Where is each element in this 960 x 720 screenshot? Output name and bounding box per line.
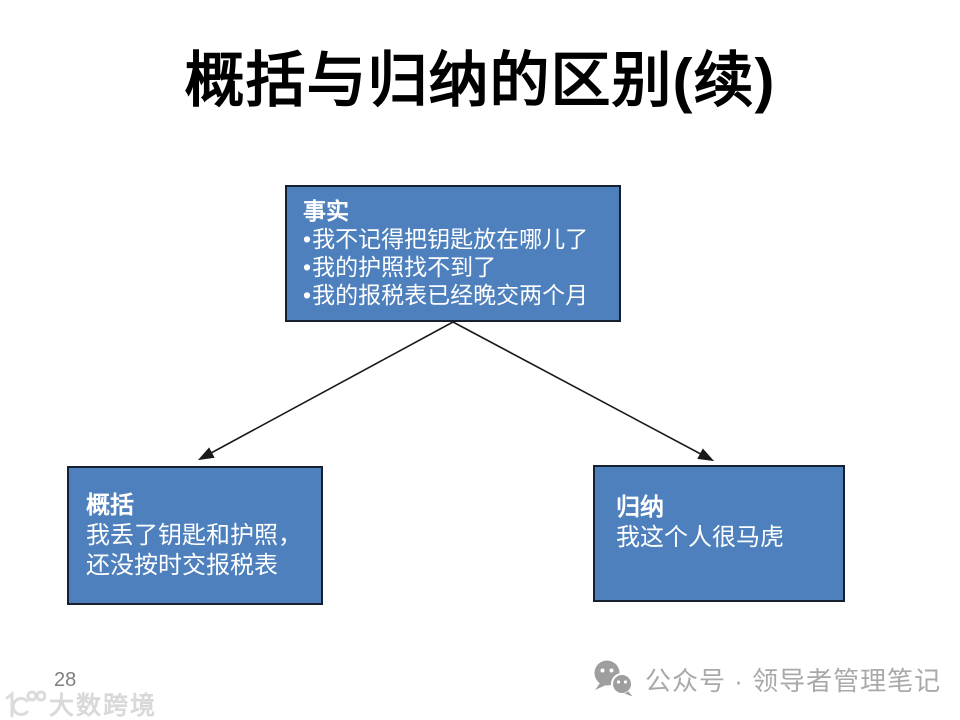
facts-bullet-3: •我的报税表已经晚交两个月: [303, 281, 605, 309]
slide-title: 概括与归纳的区别(续): [184, 47, 776, 114]
dashu-kuajing-logo-icon: [5, 690, 46, 718]
page-number: 28: [54, 669, 77, 691]
facts-bullet-3-text: 我的报税表已经晚交两个月: [312, 282, 589, 308]
facts-box-header: 事实: [303, 198, 349, 224]
summary-line-1: 我丢了钥匙和护照，: [86, 522, 302, 549]
watermark: 大数跨境: [2, 686, 157, 720]
summary-line-2: 还没按时交报税表: [86, 552, 278, 579]
facts-bullet-1: •我不记得把钥匙放在哪儿了: [303, 225, 605, 253]
bullet-icon: •: [303, 226, 312, 252]
wechat-account-label: 公众号 · 领导者管理笔记: [645, 665, 942, 696]
induction-line-1: 我这个人很马虎: [616, 524, 784, 551]
bullet-icon: •: [303, 254, 312, 280]
wechat-logo-icon: [594, 660, 633, 697]
bullet-icon: •: [303, 282, 312, 308]
facts-bullet-2: •我的护照找不到了: [303, 253, 605, 281]
induction-box: 归纳 我这个人很马虎: [593, 465, 845, 602]
wechat-footer: 公众号 · 领导者管理笔记: [591, 660, 941, 698]
arrow-facts-to-summary: [197, 321, 454, 461]
facts-bullet-2-text: 我的护照找不到了: [312, 254, 497, 280]
watermark-text: 大数跨境: [49, 692, 158, 720]
facts-bullet-1-text: 我不记得把钥匙放在哪儿了: [312, 226, 589, 252]
summary-box: 概括 我丢了钥匙和护照， 还没按时交报税表: [67, 466, 323, 605]
induction-box-header: 归纳: [616, 494, 664, 521]
arrow-facts-to-induction: [452, 321, 715, 462]
summary-box-header: 概括: [86, 492, 134, 519]
facts-box: 事实 •我不记得把钥匙放在哪儿了 •我的护照找不到了 •我的报税表已经晚交两个月: [285, 185, 621, 322]
